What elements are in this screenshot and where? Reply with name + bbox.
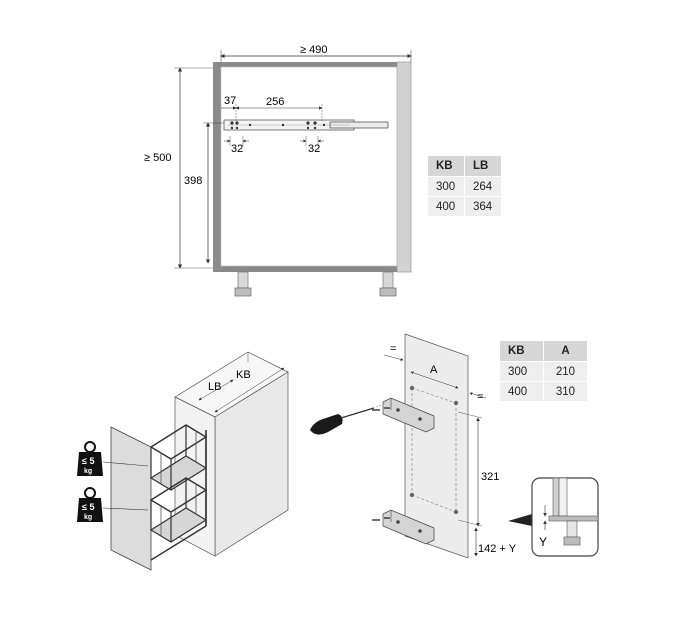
weight-icon-bottom: ≤ 5 kg xyxy=(77,487,149,522)
weight-top-unit: kg xyxy=(84,468,92,475)
pullout-perspective-view: LB KB xyxy=(77,351,289,571)
dim-height-label: ≥ 500 xyxy=(144,152,171,164)
weight-top-value: ≤ 5 xyxy=(82,456,94,466)
cabinet-foot-right xyxy=(379,271,397,297)
dim-32-left-label: 32 xyxy=(231,143,243,155)
mounting-view: = = A xyxy=(310,333,532,559)
kb-label: KB xyxy=(236,369,251,381)
dim-321-label: 321 xyxy=(481,471,499,483)
table-cell: 400 xyxy=(500,381,544,401)
runner-rail xyxy=(223,119,389,131)
table-kb-lb: KB LB 300 264 400 364 xyxy=(428,156,503,216)
cabinet-top-panel xyxy=(221,62,397,67)
table-header-kb: KB xyxy=(428,156,465,177)
cabinet-right-panel xyxy=(396,61,412,273)
dim-a-label: A xyxy=(430,364,438,376)
table-cell: 400 xyxy=(428,196,465,216)
dim-142-y-label: 142 + Y xyxy=(478,543,517,555)
table-header-row: KB LB xyxy=(428,156,503,177)
table-header-row: KB A xyxy=(500,341,589,362)
lb-label: LB xyxy=(208,381,221,393)
table-cell: 300 xyxy=(500,361,544,382)
bracket-lower xyxy=(382,509,435,545)
cabinet-front-view: ≥ 490 ≥ 500 398 37 xyxy=(144,44,412,297)
table-row: 300 264 xyxy=(428,176,503,197)
cabinet-left-panel xyxy=(213,62,221,272)
detail-inset-foot: Y xyxy=(531,477,599,557)
table-header-kb: KB xyxy=(500,341,544,362)
table-kb-a: KB A 300 210 400 310 xyxy=(500,341,589,401)
weight-bottom-value: ≤ 5 xyxy=(82,502,94,512)
equal-right-mark: = xyxy=(477,391,483,403)
screw-icons xyxy=(372,407,390,521)
table-header-a: A xyxy=(543,341,589,362)
table-row: 300 210 xyxy=(500,361,589,382)
weight-icon-top: ≤ 5 kg xyxy=(77,441,149,476)
dim-inner-height-label: 398 xyxy=(184,175,202,187)
dim-32-right-label: 32 xyxy=(308,143,320,155)
dim-256-label: 256 xyxy=(266,96,284,108)
dim-width-label: ≥ 490 xyxy=(300,44,327,56)
dim-37-label: 37 xyxy=(224,95,236,107)
weight-bottom-unit: kg xyxy=(84,514,92,521)
table-cell: 310 xyxy=(543,381,589,401)
equal-left-mark: = xyxy=(390,343,396,355)
screwdriver-icon xyxy=(310,402,387,435)
table-cell: 210 xyxy=(543,361,589,382)
cabinet-foot-left xyxy=(234,271,252,297)
cabinet-bottom-panel xyxy=(221,266,397,272)
table-cell: 300 xyxy=(428,176,465,197)
table-row: 400 364 xyxy=(428,196,503,216)
table-cell: 364 xyxy=(464,196,503,216)
bracket-upper xyxy=(382,397,435,433)
table-cell: 264 xyxy=(464,176,503,197)
detail-y-label: Y xyxy=(539,535,547,549)
table-header-lb: LB xyxy=(464,156,503,177)
table-row: 400 310 xyxy=(500,381,589,401)
